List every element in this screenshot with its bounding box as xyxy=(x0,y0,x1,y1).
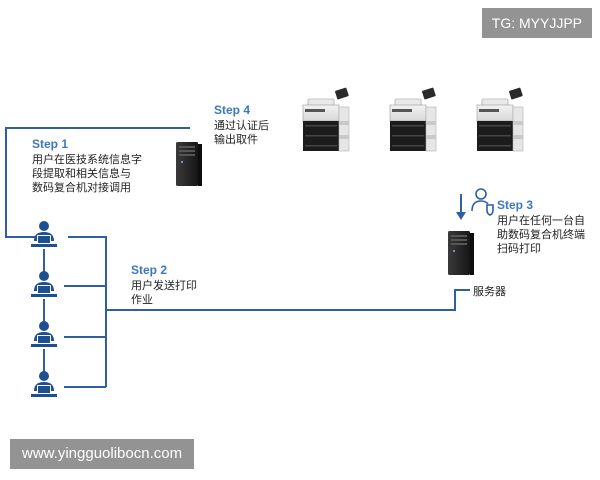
step3-line: 扫码打印 xyxy=(497,241,541,255)
step1-connector xyxy=(5,127,190,238)
tower-server-icon xyxy=(176,142,202,186)
down-arrow-icon xyxy=(456,194,466,220)
step1-line: 段提取和相关信息与 xyxy=(32,166,131,180)
step3-line: 助数码复合机终端 xyxy=(497,227,585,241)
user-workstation-icon xyxy=(31,271,57,297)
watermark-bottom: www.yingguolibocn.com xyxy=(10,439,195,469)
step2-connector xyxy=(64,236,470,388)
step4-title: Step 4 xyxy=(214,103,250,117)
step2-title: Step 2 xyxy=(131,263,167,277)
user-workstation-icon xyxy=(31,321,57,347)
user-shield-icon xyxy=(471,188,494,216)
multifunction-printer-icon xyxy=(302,86,350,152)
multifunction-printer-icon xyxy=(389,86,437,152)
connection-lines xyxy=(5,127,470,388)
step4-line: 输出取件 xyxy=(214,132,258,146)
step1-title: Step 1 xyxy=(32,137,68,151)
multifunction-printer-icon xyxy=(476,86,524,152)
watermark-top: TG: MYYJJPP xyxy=(481,8,592,38)
step2-line: 用户发送打印 xyxy=(131,278,197,292)
step4-line: 通过认证后 xyxy=(214,119,269,132)
tower-server-icon xyxy=(448,231,474,275)
user-workstation-icon xyxy=(31,371,57,397)
user-workstation-icon xyxy=(31,221,57,247)
step2-line: 作业 xyxy=(131,293,153,306)
step3-line: 用户在任何一台自 xyxy=(497,213,585,227)
server-label: 服务器 xyxy=(473,285,506,298)
step1-line: 用户在医技系统信息字 xyxy=(32,152,142,166)
step1-line: 数码复合机对接调用 xyxy=(32,180,131,194)
step3-title: Step 3 xyxy=(497,198,533,212)
